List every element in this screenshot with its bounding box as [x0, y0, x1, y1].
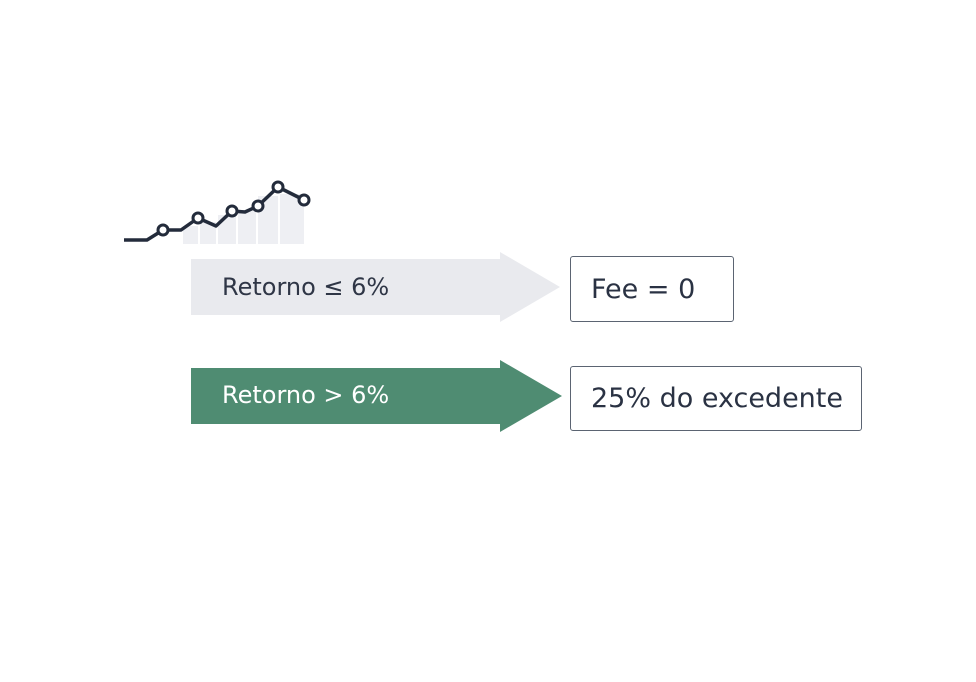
fee-zero-box: Fee = 0 [570, 256, 734, 322]
low-return-arrow [191, 252, 560, 322]
low-return-condition: Retorno ≤ 6% [222, 273, 390, 301]
high-return-arrow [191, 360, 562, 432]
high-return-condition: Retorno > 6% [222, 381, 390, 409]
rising-line-chart-icon [124, 180, 311, 244]
excess-fee-box: 25% do excedente [570, 366, 862, 431]
